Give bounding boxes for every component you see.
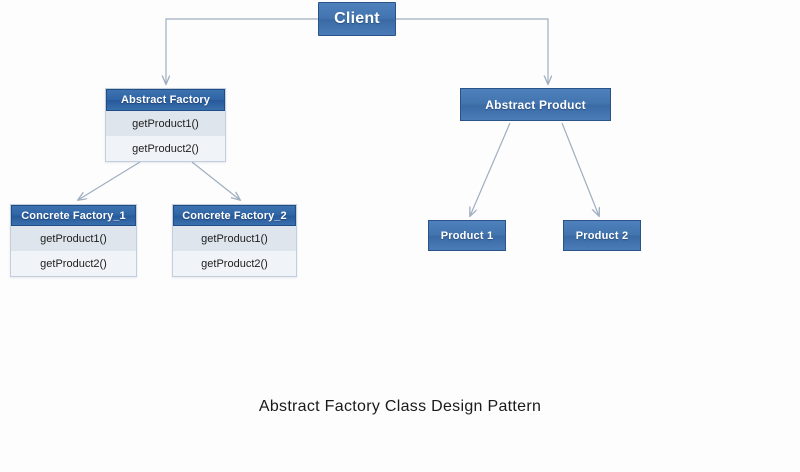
diagram-caption: Abstract Factory Class Design Pattern bbox=[258, 398, 542, 415]
node-concrete-factory-1-title: Concrete Factory_1 bbox=[11, 205, 136, 226]
node-product-1[interactable]: Product 1 bbox=[428, 220, 506, 251]
node-product-1-label: Product 1 bbox=[440, 229, 494, 242]
node-client-label: Client bbox=[334, 10, 380, 27]
edge-client-to-abstract-product bbox=[396, 18, 548, 84]
node-abstract-factory-method-1: getProduct1() bbox=[106, 111, 225, 136]
node-abstract-factory-method-2: getProduct2() bbox=[106, 136, 225, 161]
node-concrete-factory-2[interactable]: Concrete Factory_2 getProduct1() getProd… bbox=[172, 204, 297, 277]
edge-abstract-product-to-product-1 bbox=[470, 122, 511, 216]
node-concrete-factory-1[interactable]: Concrete Factory_1 getProduct1() getProd… bbox=[10, 204, 137, 277]
node-concrete-factory-1-method-1: getProduct1() bbox=[11, 226, 136, 251]
node-abstract-factory-title: Abstract Factory bbox=[106, 89, 225, 111]
node-abstract-factory[interactable]: Abstract Factory getProduct1() getProduc… bbox=[105, 88, 226, 162]
edge-abstract-factory-to-concrete-factory-1 bbox=[78, 161, 141, 200]
node-concrete-factory-1-method-2: getProduct2() bbox=[11, 251, 136, 276]
node-concrete-factory-2-title: Concrete Factory_2 bbox=[173, 205, 296, 226]
edge-abstract-factory-to-concrete-factory-2 bbox=[191, 161, 240, 200]
node-abstract-product[interactable]: Abstract Product bbox=[460, 88, 611, 121]
node-abstract-product-label: Abstract Product bbox=[485, 97, 586, 112]
node-product-2-label: Product 2 bbox=[575, 229, 629, 242]
node-concrete-factory-2-method-2: getProduct2() bbox=[173, 251, 296, 276]
node-client[interactable]: Client bbox=[318, 2, 396, 36]
edge-client-to-abstract-factory bbox=[166, 18, 318, 84]
edge-abstract-product-to-product-2 bbox=[561, 122, 599, 216]
node-concrete-factory-2-method-1: getProduct1() bbox=[173, 226, 296, 251]
node-product-2[interactable]: Product 2 bbox=[563, 220, 641, 251]
